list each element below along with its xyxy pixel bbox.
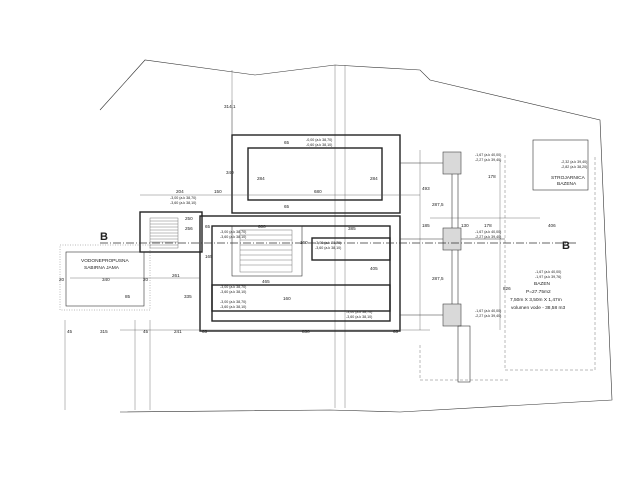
dim-value: 340	[226, 170, 234, 175]
svg-text:-0,60 (a.k 38,10): -0,60 (a.k 38,10)	[306, 143, 332, 147]
dim-value: 204	[176, 189, 184, 194]
dim-value: 680	[314, 189, 322, 194]
level-marker: -1,67 (a.k 40,00) -2,27 (a.k 39,40)	[475, 230, 501, 239]
pool-label: BAZEN	[534, 281, 551, 287]
svg-text:-3,60 (a.k 38,10): -3,60 (a.k 38,10)	[170, 201, 196, 205]
level-markers: -3,00 (a.k 38,70) -3,60 (a.k 38,10) -0,0…	[170, 138, 587, 319]
svg-text:-2,32 (a.k 39,40): -2,32 (a.k 39,40)	[561, 160, 587, 164]
level-marker: -3,00 (a.k 38,70) -3,60 (a.k 38,10)	[220, 285, 246, 294]
section-line: B B	[100, 231, 578, 252]
dim-value: 600	[258, 224, 266, 229]
svg-text:-2,27 (a.k 39,40): -2,27 (a.k 39,40)	[475, 158, 501, 162]
svg-text:-3,60 (a.k 38,10): -3,60 (a.k 38,10)	[315, 246, 341, 250]
svg-text:-1,97 (a.k 39,76): -1,97 (a.k 39,76)	[535, 275, 561, 279]
dim-value: 45	[67, 329, 73, 334]
dim-value: 150	[214, 189, 222, 194]
section-marker-right: B	[562, 240, 570, 252]
svg-text:-2,82 (a.k 38,20): -2,82 (a.k 38,20)	[561, 165, 587, 169]
dim-value: 241	[174, 329, 182, 334]
dim-value: 385	[348, 226, 356, 231]
level-marker: -3,00 (a.k 38,70) -3,60 (a.k 38,10)	[315, 241, 341, 250]
section-marker-left: B	[100, 231, 108, 243]
dim-value: 250	[185, 216, 193, 221]
dim-value: 465	[262, 279, 270, 284]
septic-tank	[59, 244, 151, 311]
svg-text:-1,67 (a.k 40,00): -1,67 (a.k 40,00)	[475, 309, 501, 313]
svg-text:-3,00 (a.k 38,70): -3,00 (a.k 38,70)	[220, 285, 246, 289]
svg-text:-3,00 (a.k 38,70): -3,00 (a.k 38,70)	[315, 241, 341, 245]
svg-text:-1,67 (a.k 40,00): -1,67 (a.k 40,00)	[475, 230, 501, 234]
dimension-values: 314,1 204 150 680 493 178 340 284 284 65…	[59, 104, 556, 334]
dim-value: 314,1	[224, 104, 236, 109]
dim-value: 85	[125, 294, 131, 299]
svg-text:-1,67 (a.k 40,00): -1,67 (a.k 40,00)	[535, 270, 561, 274]
dim-value: 65	[284, 140, 290, 145]
pool-spec-1: 7,50m X 3,50m X 1,47m	[510, 297, 562, 303]
dim-value: 335	[184, 294, 192, 299]
dim-value: 493	[422, 186, 430, 191]
dim-value: 20	[143, 277, 149, 282]
level-marker: -2,32 (a.k 39,40) -2,82 (a.k 38,20)	[561, 160, 587, 169]
level-marker: -1,67 (a.k 40,00) -2,27 (a.k 39,40)	[475, 309, 501, 318]
svg-text:-3,00 (a.k 38,70): -3,00 (a.k 38,70)	[170, 196, 196, 200]
pool-area-label: P=27.75m2	[526, 289, 551, 295]
dim-value: 287,5	[432, 276, 444, 281]
dim-value: 20	[59, 277, 65, 282]
level-marker: -3,00 (a.k 38,70) -3,60 (a.k 38,10)	[346, 310, 372, 319]
svg-text:-3,60 (a.k 38,10): -3,60 (a.k 38,10)	[220, 305, 246, 309]
dim-value: 65	[393, 329, 399, 334]
pump-room-label-2: BAZENA	[557, 181, 577, 187]
dim-value: 315	[100, 329, 108, 334]
svg-text:-3,00 (a.k 38,70): -3,00 (a.k 38,70)	[220, 230, 246, 234]
dimension-lines	[64, 100, 540, 410]
level-marker: -1,67 (a.k 40,00) -1,97 (a.k 39,76)	[535, 270, 561, 279]
dim-value: 261	[172, 273, 180, 278]
pump-room-label-1: STROJARNICA	[551, 175, 586, 181]
level-marker: -1,67 (a.k 40,00) -2,27 (a.k 39,40)	[475, 153, 501, 162]
dim-value: 45	[143, 329, 149, 334]
svg-text:-1,67 (a.k 40,00): -1,67 (a.k 40,00)	[475, 153, 501, 157]
dim-value: 160	[300, 240, 308, 245]
dim-value: 65	[202, 329, 208, 334]
dim-value: 287,5	[432, 202, 444, 207]
structure-right	[400, 139, 589, 383]
svg-text:-3,00 (a.k 38,70): -3,00 (a.k 38,70)	[220, 300, 246, 304]
dim-value: 256	[185, 226, 193, 231]
site-boundary	[99, 59, 613, 413]
level-marker: -3,00 (a.k 38,70) -3,60 (a.k 38,10)	[170, 196, 196, 205]
dim-value: 826	[503, 286, 511, 291]
svg-text:-0,00 (a.k 38,70): -0,00 (a.k 38,70)	[306, 138, 332, 142]
svg-text:-3,60 (a.k 38,10): -3,60 (a.k 38,10)	[220, 235, 246, 239]
dim-value: 165	[205, 254, 213, 259]
dim-value: 65	[205, 224, 211, 229]
septic-tank-label-1: VODONEPROPUSNA	[81, 258, 130, 264]
level-marker: -3,00 (a.k 38,70) -3,60 (a.k 38,10)	[220, 300, 246, 309]
svg-text:-3,60 (a.k 38,10): -3,60 (a.k 38,10)	[346, 315, 372, 319]
svg-text:-3,60 (a.k 38,10): -3,60 (a.k 38,10)	[220, 290, 246, 294]
dim-value: 284	[370, 176, 378, 181]
dim-value: 406	[548, 223, 556, 228]
main-block	[199, 215, 401, 332]
dim-value: 284	[257, 176, 265, 181]
dim-value: 178	[488, 174, 496, 179]
dim-value: 178	[484, 223, 492, 228]
room-labels: VODONEPROPUSNA SABIRNA JAMA STROJARNICA …	[81, 175, 586, 311]
pool-spec-2: volumen vode - 38,58 m3	[511, 305, 565, 311]
septic-tank-label-2: SABIRNA JAMA	[84, 265, 120, 271]
svg-text:-3,00 (a.k 38,70): -3,00 (a.k 38,70)	[346, 310, 372, 314]
dim-value: 65	[284, 204, 290, 209]
level-marker: -0,00 (a.k 38,70) -0,60 (a.k 38,10)	[306, 138, 332, 147]
upper-wall-block	[231, 134, 401, 214]
dim-value: 185	[422, 223, 430, 228]
svg-text:-2,27 (a.k 39,40): -2,27 (a.k 39,40)	[475, 314, 501, 318]
dim-value: 130	[461, 223, 469, 228]
stair-block	[139, 211, 203, 253]
dim-value: 340	[102, 277, 110, 282]
dim-value: 830	[302, 329, 310, 334]
level-marker: -3,00 (a.k 38,70) -3,60 (a.k 38,10)	[220, 230, 246, 239]
dim-value: 405	[370, 266, 378, 271]
svg-text:-2,27 (a.k 39,40): -2,27 (a.k 39,40)	[475, 235, 501, 239]
dim-value: 160	[283, 296, 291, 301]
